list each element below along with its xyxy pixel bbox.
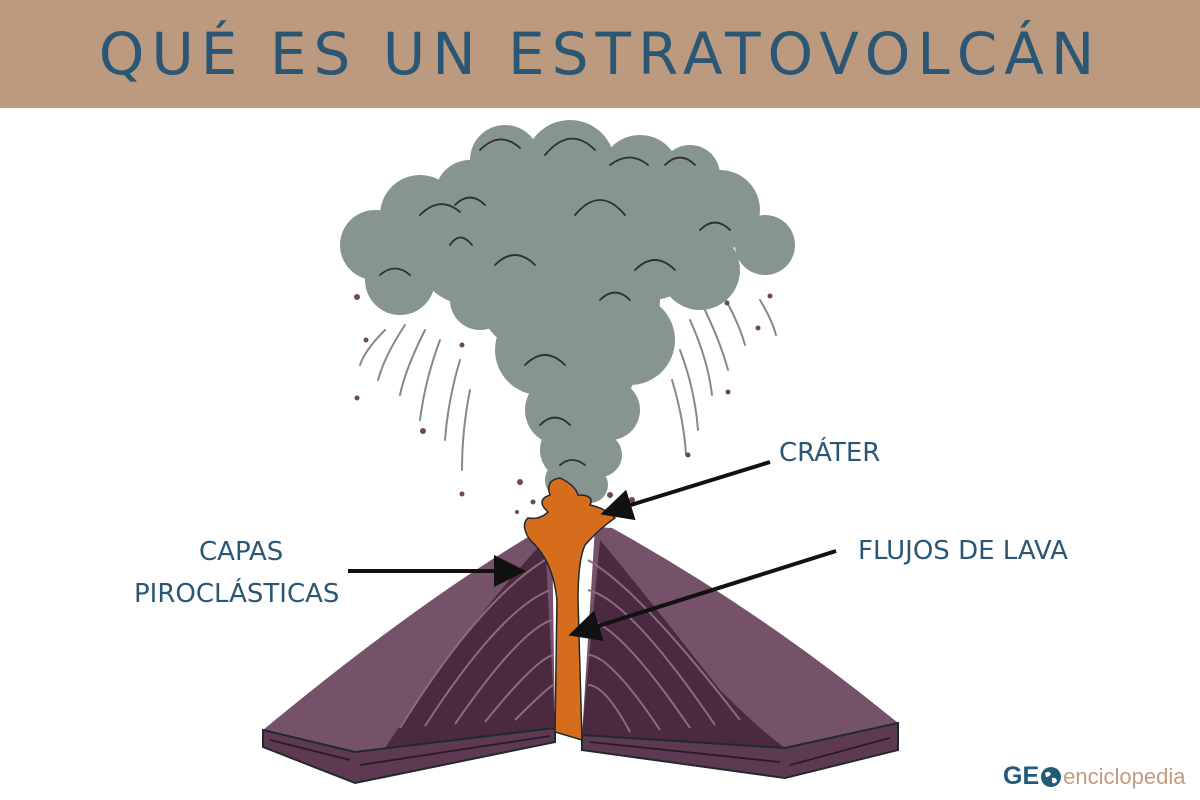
arrow-crater	[600, 460, 771, 521]
page-title: QUÉ ES UN ESTRATOVOLCÁN	[98, 20, 1102, 88]
label-flujos-lava: FLUJOS DE LAVA	[858, 536, 1068, 566]
lava-conduit	[523, 477, 617, 742]
ash-rain	[359, 289, 777, 471]
label-capas-line2: PIROCLÁSTICAS	[134, 579, 340, 609]
ash-cloud	[340, 120, 795, 503]
geoenciclopedia-logo: GE enciclopedia	[1003, 762, 1185, 791]
header-banner: QUÉ ES UN ESTRATOVOLCÁN	[0, 0, 1200, 108]
cloud-curls	[379, 137, 731, 466]
logo-bold-text: GE	[1003, 762, 1040, 790]
volcano-cone	[262, 527, 899, 785]
label-arrows	[348, 460, 837, 642]
ash-particles	[354, 293, 773, 514]
label-capas-line1: CAPAS	[199, 537, 284, 567]
label-crater: CRÁTER	[779, 438, 881, 468]
globe-icon	[1041, 766, 1062, 787]
arrow-flujos	[568, 549, 837, 642]
logo-light-text: enciclopedia	[1063, 763, 1186, 789]
